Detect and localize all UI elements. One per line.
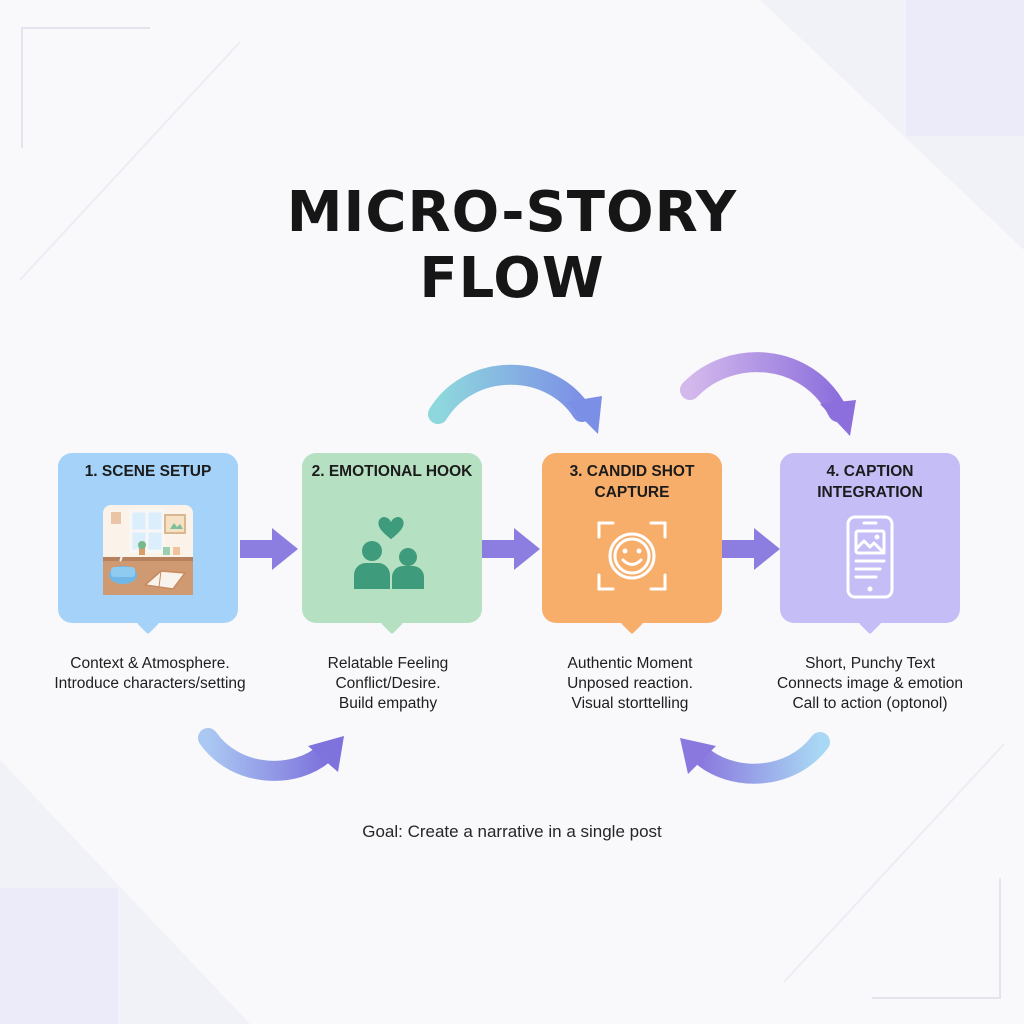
description-line: Unposed reaction.	[567, 675, 693, 692]
step-title: 3. CANDID SHOT CAPTURE	[569, 463, 695, 501]
cozy-scene-icon	[103, 505, 193, 595]
step-title: 4. CAPTION INTEGRATION	[817, 463, 923, 501]
smartphone-post-icon	[846, 515, 894, 599]
page-title: MICRO-STORY FLOW	[0, 180, 1024, 312]
description-line: Visual storttelling	[571, 695, 689, 712]
curve-arrow-1-to-2-bottom	[198, 728, 344, 781]
arrow-right-icon	[722, 528, 780, 570]
curve-arrow-1-to-3	[428, 364, 602, 434]
people-heart-icon	[354, 517, 424, 589]
arrow-right-icon	[240, 528, 298, 570]
description-line: Relatable Feeling	[327, 655, 449, 672]
description-line: Introduce characters/setting	[54, 675, 246, 692]
description-line: Short, Punchy Text	[805, 655, 935, 672]
title-line-2: FLOW	[419, 246, 605, 311]
step-card-caption-integration: 4. CAPTION INTEGRATION	[780, 453, 960, 623]
smile-viewfinder-icon	[597, 521, 667, 591]
arrow-right-icon	[482, 528, 540, 570]
step-description-emotional-hook: Relatable Feeling Conflict/Desire. Build…	[268, 654, 508, 714]
step-title: 2. EMOTIONAL HOOK	[311, 463, 473, 480]
description-line: Context & Atmosphere.	[70, 655, 230, 672]
description-line: Build empathy	[338, 695, 438, 712]
description-line: Connects image & emotion	[776, 675, 964, 692]
step-title: 1. SCENE SETUP	[84, 463, 212, 480]
curve-arrow-4-to-3-bottom	[680, 732, 830, 784]
step-card-scene-setup: 1. SCENE SETUP	[58, 453, 238, 623]
step-description-candid-shot: Authentic Moment Unposed reaction. Visua…	[510, 654, 750, 714]
description-line: Call to action (optonol)	[792, 695, 948, 712]
step-card-candid-shot: 3. CANDID SHOT CAPTURE	[542, 453, 722, 623]
step-description-caption-integration: Short, Punchy Text Connects image & emot…	[750, 654, 990, 714]
step-description-scene-setup: Context & Atmosphere. Introduce characte…	[30, 654, 270, 694]
description-line: Conflict/Desire.	[335, 675, 441, 692]
curve-arrow-3-to-4	[680, 352, 856, 436]
title-line-1: MICRO-STORY	[286, 180, 738, 245]
step-card-emotional-hook: 2. EMOTIONAL HOOK	[302, 453, 482, 623]
goal-footer: Goal: Create a narrative in a single pos…	[362, 822, 662, 841]
description-line: Authentic Moment	[567, 655, 693, 672]
